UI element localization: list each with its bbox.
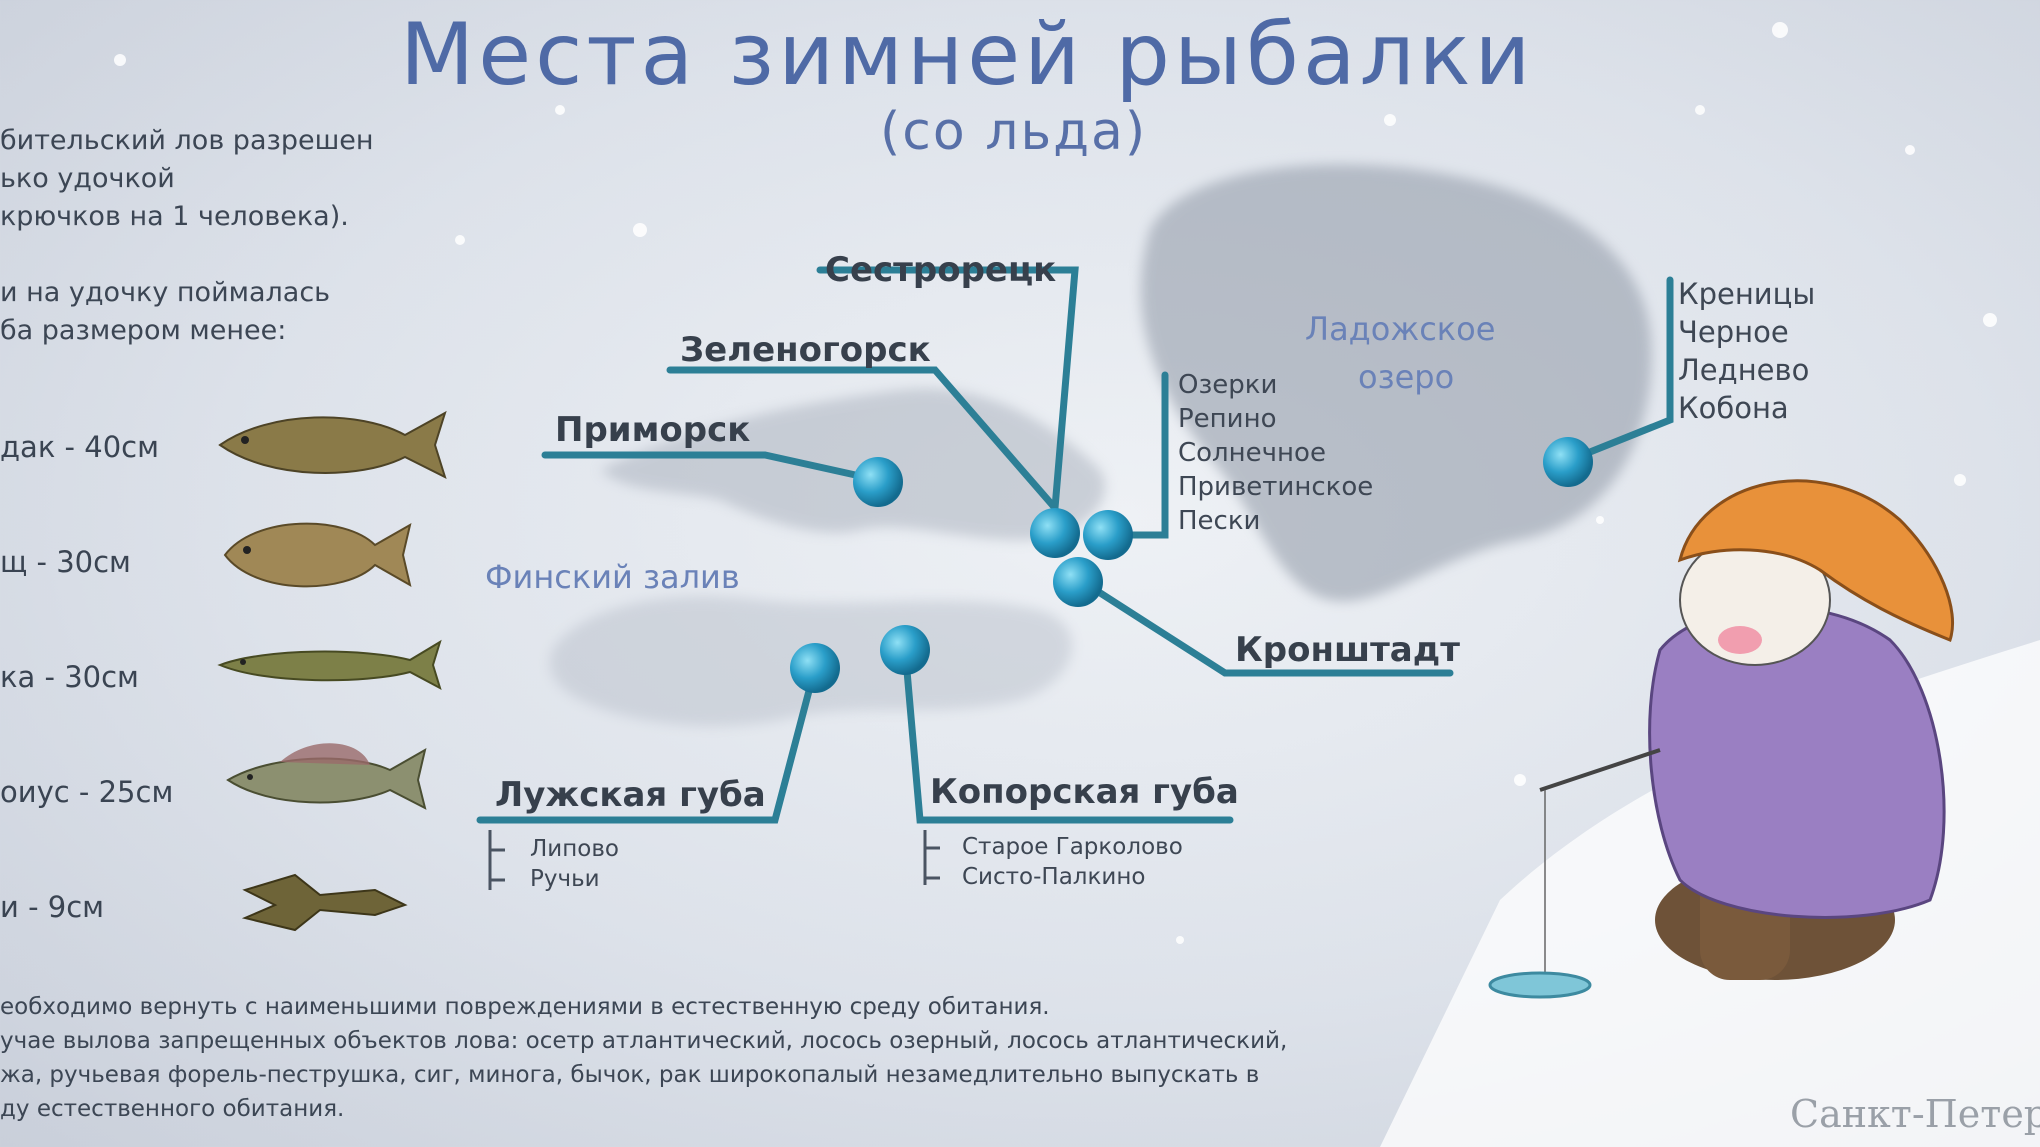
location-markers [790, 437, 1593, 693]
list-item: Систо-Палкино [962, 864, 1146, 890]
list-item: Ручьи [530, 866, 600, 892]
place-zelenogorsk: Зеленогорск [680, 330, 931, 370]
fish-size-label: оиус - 25см [0, 775, 174, 809]
zander-fish-icon [218, 410, 447, 479]
fisherman-illustration [1488, 479, 1955, 999]
lake-ladoga-shape [1140, 164, 1652, 602]
grayling-fish-icon [226, 743, 427, 810]
place-primorsk: Приморск [555, 410, 751, 450]
rules-line [0, 236, 374, 274]
rules-line: крючков на 1 человека). [0, 201, 349, 232]
fish-size-label: дак - 40см [0, 430, 159, 464]
list-item: Черное [1678, 315, 1789, 349]
rules-line: ько удочкой [0, 163, 175, 194]
gulf-label: Финский залив [485, 558, 740, 596]
rules-line: бительский лов разрешен [0, 125, 374, 156]
place-sestroretsk: Сестрорецк [825, 250, 1057, 290]
list-item: Репино [1178, 404, 1277, 434]
note-line: еобходимо вернуть с наименьшими поврежде… [0, 994, 1050, 1020]
list-item: Старое Гарколово [962, 834, 1183, 860]
note-line: жа, ручьевая форель-пеструшка, сиг, мино… [0, 1062, 1260, 1088]
lake-label-line1: Ладожское [1305, 310, 1496, 348]
list-item: Пески [1178, 506, 1261, 536]
signature-text: Санкт-Петер [1790, 1092, 2040, 1136]
release-note-text: еобходимо вернуть с наименьшими поврежде… [0, 990, 1287, 1126]
note-line: учае вылова запрещенных объектов лова: о… [0, 1028, 1288, 1054]
list-item: Солнечное [1178, 438, 1326, 468]
note-line: ду естественного обитания. [0, 1096, 345, 1122]
list-item: Кобона [1678, 391, 1789, 425]
list-ticks [488, 830, 940, 890]
list-item: Липово [530, 836, 619, 862]
pike-fish-icon [217, 639, 442, 691]
ladoga-list: Креницы Черное Леднево Кобона [1678, 275, 1815, 427]
rules-line: и на удочку поймалась [0, 277, 331, 308]
list-item: Озерки [1178, 370, 1278, 400]
fish-size-label: щ - 30см [0, 545, 131, 579]
bream-fish-icon [223, 522, 412, 588]
place-luzhskaya-guba: Лужская губа [495, 775, 766, 815]
koporskaya-list: Старое Гарколово Систо-Палкино [962, 832, 1183, 892]
list-item: Креницы [1678, 277, 1816, 311]
fish-size-label: и - 9см [0, 890, 105, 924]
place-koporskaya-guba: Копорская губа [930, 772, 1239, 812]
fish-size-label: ка - 30см [0, 660, 139, 694]
list-item: Приветинское [1178, 472, 1374, 502]
crayfish-icon [241, 873, 408, 932]
place-kronshtadt: Кронштадт [1235, 630, 1460, 670]
rules-line: ба размером менее: [0, 315, 287, 346]
page-subtitle: (со льда) [880, 102, 1148, 162]
north-shore-list: Озерки Репино Солнечное Приветинское Пес… [1178, 368, 1373, 538]
luzhskaya-list: Липово Ручьи [530, 834, 619, 894]
list-item: Леднево [1678, 353, 1810, 387]
connector-lines [476, 266, 1674, 824]
page-title: Места зимней рыбалки [400, 5, 1535, 105]
lake-label-line2: озеро [1358, 358, 1455, 396]
fishing-rules-text: бительский лов разрешен ько удочкой крюч… [0, 122, 374, 350]
land-north [600, 388, 1106, 540]
